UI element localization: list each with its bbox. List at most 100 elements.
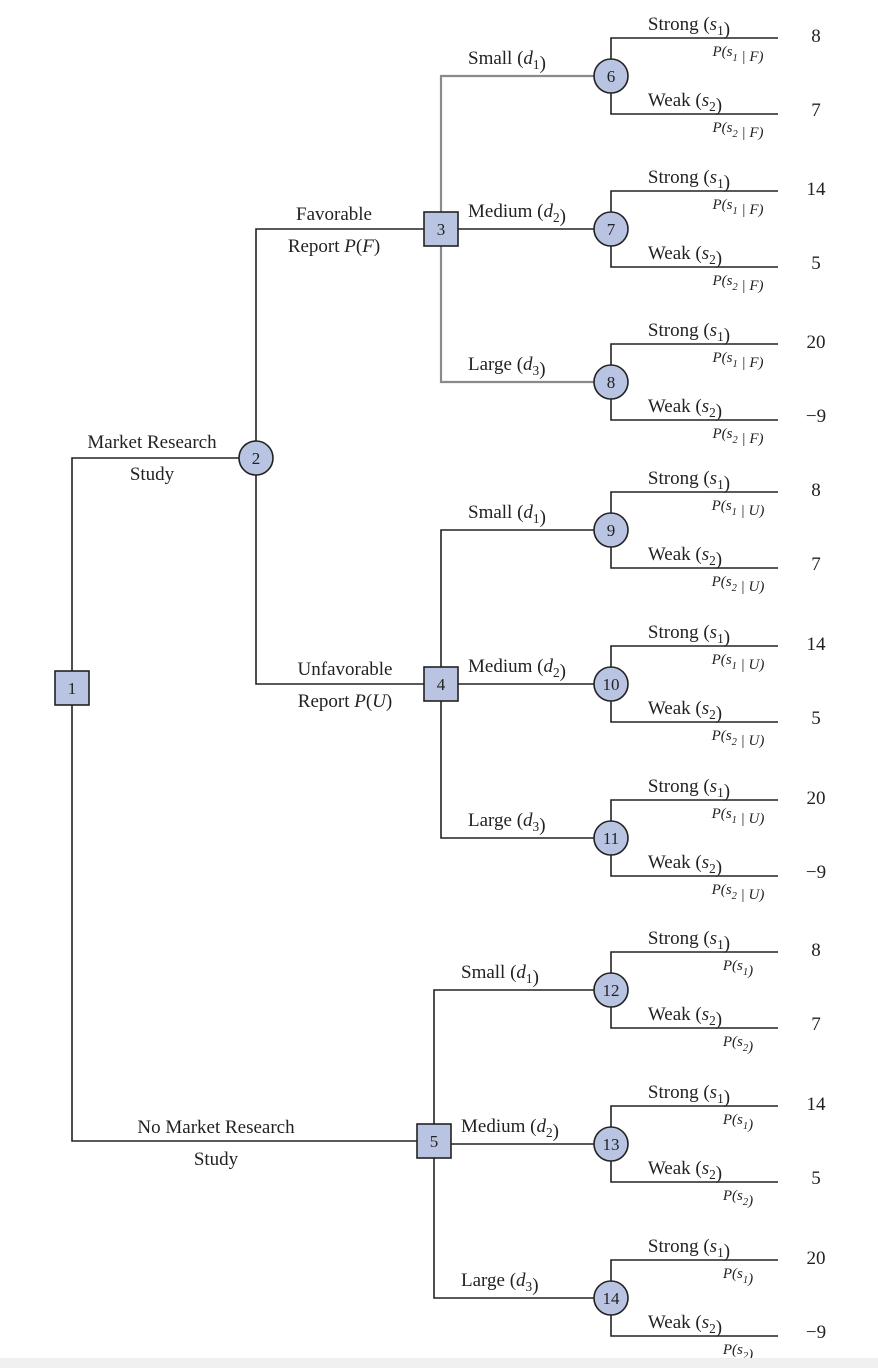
page-bottom-strip bbox=[0, 1358, 878, 1368]
payoff-14-strong: 20 bbox=[807, 1248, 826, 1269]
chance-node-2-circle bbox=[238, 440, 274, 476]
chance-node-11-number: 11 bbox=[603, 829, 619, 848]
unfavorable-label-line2: Report P(U) bbox=[298, 691, 392, 712]
decision-node-4-number: 4 bbox=[437, 675, 446, 694]
chance-7-strong-label: Strong (s1) bbox=[648, 167, 730, 193]
chance-8-prob-strong: P(s1 | F) bbox=[711, 350, 763, 371]
chance-node-9-circle bbox=[593, 512, 629, 548]
chance-13-strong-label: Strong (s1) bbox=[648, 1082, 730, 1108]
chance-13-prob-strong: P(s1) bbox=[722, 1112, 753, 1133]
edge-decision-5-large bbox=[433, 1141, 611, 1299]
chance-12-prob-strong: P(s1) bbox=[722, 958, 753, 979]
payoff-11-strong: 20 bbox=[807, 788, 826, 809]
decision-3-large-label: Large (d3) bbox=[468, 354, 546, 380]
edge-decision-3-small bbox=[439, 74, 611, 229]
chance-12-strong-label: Strong (s1) bbox=[648, 928, 730, 954]
chance-node-14-number: 14 bbox=[603, 1289, 621, 1308]
edge-no-market-research-study bbox=[71, 705, 434, 1142]
chance-node-9-number: 9 bbox=[607, 521, 616, 540]
chance-14-weak-label: Weak (s2) bbox=[648, 1312, 722, 1338]
chance-node-12-circle bbox=[593, 972, 629, 1008]
chance-13-prob-weak: P(s2) bbox=[722, 1188, 753, 1209]
chance-node-8: 8 bbox=[593, 364, 629, 400]
decision-node-1-box bbox=[54, 670, 90, 706]
chance-14-prob-strong: P(s1) bbox=[722, 1266, 753, 1287]
payoff-6-strong: 8 bbox=[811, 26, 821, 47]
payoff-12-weak: 7 bbox=[811, 1014, 821, 1035]
unfavorable-label-line1: Unfavorable bbox=[298, 659, 393, 680]
chance-node-13-number: 13 bbox=[603, 1135, 620, 1154]
chance-node-10: 10 bbox=[593, 666, 629, 702]
no-market-research-label-line1: No Market Research bbox=[137, 1117, 295, 1138]
chance-14-strong-label: Strong (s1) bbox=[648, 1236, 730, 1262]
chance-node-7-number: 7 bbox=[607, 220, 616, 239]
payoff-7-strong: 14 bbox=[807, 179, 827, 200]
chance-11-weak-label: Weak (s2) bbox=[648, 852, 722, 878]
chance-11-strong-label: Strong (s1) bbox=[648, 776, 730, 802]
payoff-9-weak: 7 bbox=[811, 554, 821, 575]
payoff-7-weak: 5 bbox=[811, 253, 821, 274]
chance-10-strong-label: Strong (s1) bbox=[648, 622, 730, 648]
decision-4-large-label: Large (d3) bbox=[468, 810, 546, 836]
favorable-label-line2: Report P(F) bbox=[288, 236, 380, 257]
chance-node-6-circle bbox=[593, 58, 629, 94]
chance-9-weak-label: Weak (s2) bbox=[648, 544, 722, 570]
payoff-8-strong: 20 bbox=[807, 332, 826, 353]
chance-12-prob-weak: P(s2) bbox=[722, 1034, 753, 1055]
chance-node-7-circle bbox=[593, 211, 629, 247]
chance-8-prob-weak: P(s2 | F) bbox=[711, 426, 763, 447]
payoff-10-strong: 14 bbox=[807, 634, 827, 655]
chance-node-14: 14 bbox=[593, 1280, 629, 1316]
favorable-label-line1: Favorable bbox=[296, 204, 372, 225]
chance-7-weak-label: Weak (s2) bbox=[648, 243, 722, 269]
payoff-6-weak: 7 bbox=[811, 100, 821, 121]
edge-decision-4-large bbox=[440, 684, 611, 839]
chance-node-2-number: 2 bbox=[252, 449, 261, 468]
payoff-8-weak: −9 bbox=[806, 406, 826, 427]
payoff-14-weak: −9 bbox=[806, 1322, 826, 1343]
chance-10-weak-label: Weak (s2) bbox=[648, 698, 722, 724]
edge-market-research-study bbox=[71, 457, 256, 671]
chance-7-prob-weak: P(s2 | F) bbox=[711, 273, 763, 294]
chance-6-prob-weak: P(s2 | F) bbox=[711, 120, 763, 141]
decision-node-4-box bbox=[423, 666, 459, 702]
chance-9-strong-label: Strong (s1) bbox=[648, 468, 730, 494]
chance-node-9: 9 bbox=[593, 512, 629, 548]
edge-favorable-report bbox=[255, 228, 441, 458]
chance-node-6-number: 6 bbox=[607, 67, 616, 86]
edge-unfavorable-report bbox=[255, 458, 441, 685]
chance-6-strong-label: Strong (s1) bbox=[648, 14, 730, 40]
payoff-11-weak: −9 bbox=[806, 862, 826, 883]
decision-4-medium-label: Medium (d2) bbox=[468, 656, 566, 682]
decision-node-4: 4 bbox=[423, 666, 459, 702]
chance-node-11: 11 bbox=[593, 820, 629, 856]
payoff-12-strong: 8 bbox=[811, 940, 821, 961]
chance-8-strong-label: Strong (s1) bbox=[648, 320, 730, 346]
payoff-10-weak: 5 bbox=[811, 708, 821, 729]
chance-11-prob-weak: P(s2 | U) bbox=[711, 882, 765, 903]
chance-14-prob-weak: P(s2) bbox=[722, 1342, 753, 1363]
chance-6-weak-label: Weak (s2) bbox=[648, 90, 722, 116]
decision-4-small-label: Small (d1) bbox=[468, 502, 546, 528]
payoff-9-strong: 8 bbox=[811, 480, 821, 501]
no-market-research-label-line2: Study bbox=[194, 1149, 239, 1170]
chance-13-weak-label: Weak (s2) bbox=[648, 1158, 722, 1184]
chance-node-13-circle bbox=[593, 1126, 629, 1162]
chance-node-10-number: 10 bbox=[603, 675, 620, 694]
chance-node-7: 7 bbox=[593, 211, 629, 247]
payoff-13-weak: 5 bbox=[811, 1168, 821, 1189]
chance-node-8-circle bbox=[593, 364, 629, 400]
chance-9-prob-weak: P(s2 | U) bbox=[711, 574, 765, 595]
chance-node-13: 13 bbox=[593, 1126, 629, 1162]
chance-8-weak-label: Weak (s2) bbox=[648, 396, 722, 422]
chance-node-10-circle bbox=[593, 666, 629, 702]
chance-node-8-number: 8 bbox=[607, 373, 616, 392]
edge-decision-3-large bbox=[439, 229, 611, 384]
chance-node-12-number: 12 bbox=[603, 981, 620, 1000]
decision-node-3-number: 3 bbox=[437, 220, 446, 239]
chance-10-prob-strong: P(s1 | U) bbox=[711, 652, 765, 673]
chance-12-weak-label: Weak (s2) bbox=[648, 1004, 722, 1030]
decision-5-large-label: Large (d3) bbox=[461, 1270, 539, 1296]
